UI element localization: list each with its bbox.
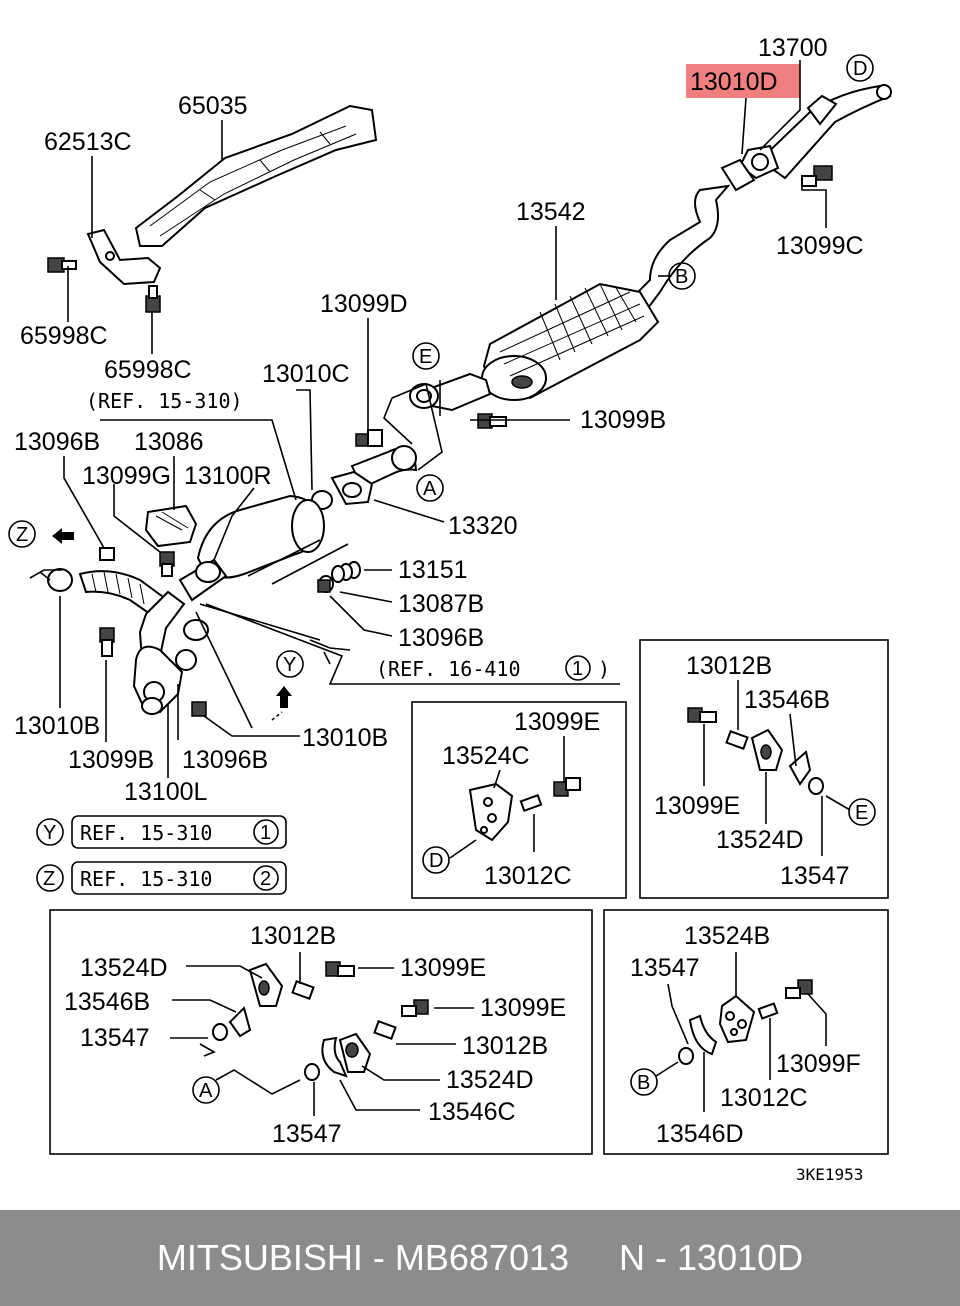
- circle-ref-1b: 1: [260, 822, 271, 844]
- exhaust-parts-diagram: 13700 13010D 65035 62513C 13542 13099C 6…: [8, 34, 892, 1184]
- catalytic-converter-13100R: [178, 494, 325, 602]
- springs-13151: [317, 561, 361, 593]
- label-13099C: 13099C: [776, 232, 864, 260]
- circle-A-top: A: [423, 478, 437, 500]
- circle-E-top: E: [419, 346, 432, 368]
- circle-E-box2: E: [855, 802, 868, 824]
- label-13100L: 13100L: [124, 778, 208, 806]
- label-13099D: 13099D: [320, 290, 408, 318]
- circle-ref-2: 2: [260, 868, 271, 890]
- label-ref-Z: REF. 15-310: [80, 867, 212, 891]
- label-box2-13547: 13547: [780, 862, 850, 890]
- bracket-13086: [144, 504, 198, 548]
- label-62513C: 62513C: [44, 128, 132, 156]
- label-box1-13012C: 13012C: [484, 862, 572, 890]
- front-pipe-13320: [311, 429, 418, 510]
- bolt-65998C-a: [47, 257, 77, 273]
- label-box3-13546C: 13546C: [428, 1098, 516, 1126]
- label-box4-13546D: 13546D: [656, 1120, 744, 1148]
- label-13096B: 13096B: [14, 428, 100, 456]
- label-13320: 13320: [448, 512, 518, 540]
- label-13542: 13542: [516, 198, 586, 226]
- label-box3-13524D-b: 13524D: [446, 1066, 534, 1094]
- label-box2-13524D: 13524D: [716, 826, 804, 854]
- label-13010D: 13010D: [690, 68, 778, 96]
- label-13096B-left: 13096B: [182, 746, 268, 774]
- label-13096B-right: 13096B: [398, 624, 484, 652]
- circle-Y-arrow: Y: [283, 654, 296, 676]
- label-13010B-left: 13010B: [14, 712, 100, 740]
- gasket-13010D: [720, 144, 780, 192]
- circle-D-top: D: [853, 58, 867, 80]
- label-box2-13546B: 13546B: [744, 686, 830, 714]
- label-box3-13099E: 13099E: [400, 954, 486, 982]
- detail-box-1: D 13099E 13524C 13012C: [411, 701, 627, 899]
- detail-box-4: B 13524B 13547 13099F 13012C 13546D: [603, 909, 889, 1155]
- label-box3-13546B: 13546B: [64, 988, 150, 1016]
- direction-arrows: [52, 528, 351, 721]
- circle-Y-ref: Y: [43, 822, 56, 844]
- label-13100R: 13100R: [184, 462, 272, 490]
- label-ref-Y: REF. 15-310: [80, 821, 212, 845]
- footer-callout: N - 13010D: [619, 1237, 804, 1278]
- highlight-13010D: [686, 64, 800, 98]
- label-65998C-a: 65998C: [20, 322, 108, 350]
- label-box2-13099E: 13099E: [654, 792, 740, 820]
- footer-separator: -: [362, 1237, 395, 1278]
- leader-lines: [29, 60, 827, 778]
- bolt-65998C-b: [145, 285, 161, 313]
- label-13099G: 13099G: [82, 462, 171, 490]
- exhaust-manifold-pipes: [47, 568, 209, 715]
- label-box4-13547: 13547: [630, 954, 700, 982]
- label-box1-13099E: 13099E: [514, 708, 600, 736]
- label-ref-15-310: (REF. 15-310): [86, 389, 243, 413]
- label-box3-13012B-b: 13012B: [462, 1032, 548, 1060]
- label-box4-13524B: 13524B: [684, 922, 770, 950]
- label-ref-16-410-close: ): [598, 657, 610, 681]
- label-box4-13012C: 13012C: [720, 1084, 808, 1112]
- label-13099B-left: 13099B: [68, 746, 154, 774]
- main-muffler: [409, 184, 731, 412]
- label-box1-13524C: 13524C: [442, 742, 530, 770]
- label-box2-13012B: 13012B: [686, 652, 772, 680]
- label-13151: 13151: [398, 556, 468, 584]
- bolt-13099C: [801, 165, 833, 187]
- label-65998C-b: 65998C: [104, 356, 192, 384]
- heat-shield-62513C: [86, 228, 162, 286]
- circle-ref-1: 1: [572, 658, 583, 680]
- footer-bar: MITSUBISHI - MB687013 N - 13010D: [0, 1210, 960, 1306]
- label-ref-16-410: (REF. 16-410: [376, 657, 521, 681]
- label-13087B: 13087B: [398, 590, 484, 618]
- footer-part-number: MB687013: [394, 1237, 570, 1278]
- label-box3-13547: 13547: [80, 1024, 150, 1052]
- label-13099B-top: 13099B: [580, 406, 666, 434]
- bolt-13099B-top: [477, 413, 507, 429]
- label-13010C: 13010C: [262, 360, 350, 388]
- diagram-code: 3KE1953: [796, 1165, 863, 1184]
- circle-B-box4: B: [637, 1072, 650, 1094]
- circle-Z-ref: Z: [43, 868, 55, 890]
- footer-gap: [569, 1237, 619, 1279]
- circle-B-top: B: [675, 266, 688, 288]
- label-box3-13547-b: 13547: [272, 1120, 342, 1148]
- label-65035: 65035: [178, 92, 248, 120]
- circle-A-box3: A: [199, 1080, 213, 1102]
- tail-pipe: [758, 84, 892, 180]
- label-box3-13012B: 13012B: [250, 922, 336, 950]
- label-box3-13099E-b: 13099E: [480, 994, 566, 1022]
- detail-box-2: E 13012B 13546B 13099E 13524D 13547: [639, 639, 889, 899]
- circle-Z-arrow: Z: [16, 524, 28, 546]
- circle-D-box1: D: [429, 850, 443, 872]
- label-13010B-right: 13010B: [302, 724, 388, 752]
- label-box3-13524D: 13524D: [80, 954, 168, 982]
- label-box4-13099F: 13099F: [776, 1050, 861, 1078]
- heat-shield-65035: [134, 104, 378, 247]
- small-parts-left: [99, 547, 207, 717]
- label-13700: 13700: [758, 34, 828, 62]
- label-13086: 13086: [134, 428, 204, 456]
- footer-brand: MITSUBISHI: [156, 1237, 363, 1278]
- detail-box-3: A 13012B 13524D 13099E 13546B 13099E 135…: [49, 909, 593, 1155]
